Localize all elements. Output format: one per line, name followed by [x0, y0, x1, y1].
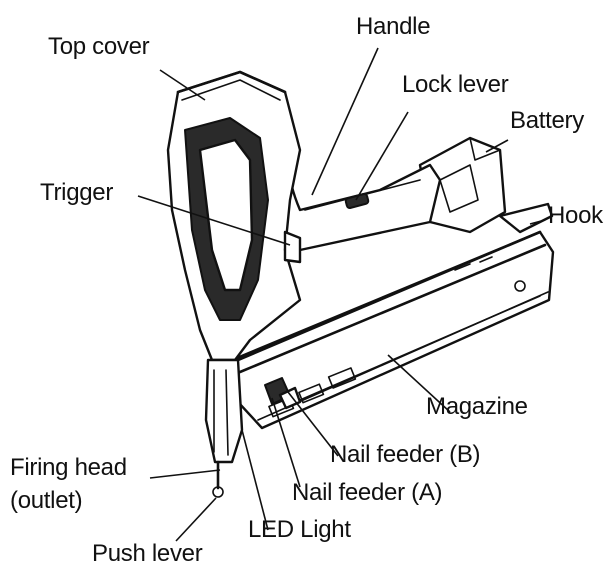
leader-lock-lever [355, 111, 409, 201]
leader-handle [311, 47, 379, 196]
label-handle: Handle [356, 13, 431, 40]
label-battery: Battery [510, 107, 584, 134]
label-nail-feeder-a: Nail feeder (A) [292, 479, 443, 506]
label-magazine: Magazine [426, 393, 528, 420]
firing-head-illustration [204, 358, 244, 464]
label-led-light: LED Light [248, 516, 351, 543]
leader-battery [485, 139, 509, 153]
leader-trigger [137, 195, 291, 246]
leader-firing-head [149, 469, 221, 479]
body-illustration [166, 70, 302, 362]
brand-logo: HITACHI [221, 170, 236, 229]
leader-lines [137, 47, 546, 542]
lock-lever-illustration [344, 192, 370, 210]
leader-nail-feeder-b [287, 391, 339, 457]
leader-led-light [241, 429, 269, 531]
label-nail-feeder-b: Nail feeder (B) [330, 441, 481, 468]
label-firing-head-outlet: (outlet) [10, 487, 83, 514]
leader-push-lever [175, 497, 217, 542]
push-lever-illustration [212, 460, 224, 498]
leader-magazine [387, 354, 451, 413]
label-push-lever: Push lever [92, 540, 203, 567]
leader-hook [529, 219, 546, 225]
label-lock-lever: Lock lever [402, 71, 509, 98]
magazine-illustration [230, 230, 555, 430]
trigger-illustration [283, 230, 302, 264]
leader-top-cover [159, 69, 206, 101]
label-trigger: Trigger [40, 179, 114, 206]
nail-feeder-illustration [264, 377, 302, 410]
hook-illustration [498, 202, 554, 234]
label-firing-head: Firing head [10, 454, 127, 481]
label-hook: Hook [548, 202, 603, 229]
leader-nail-feeder-a [271, 397, 301, 488]
label-top-cover: Top cover [48, 33, 150, 60]
